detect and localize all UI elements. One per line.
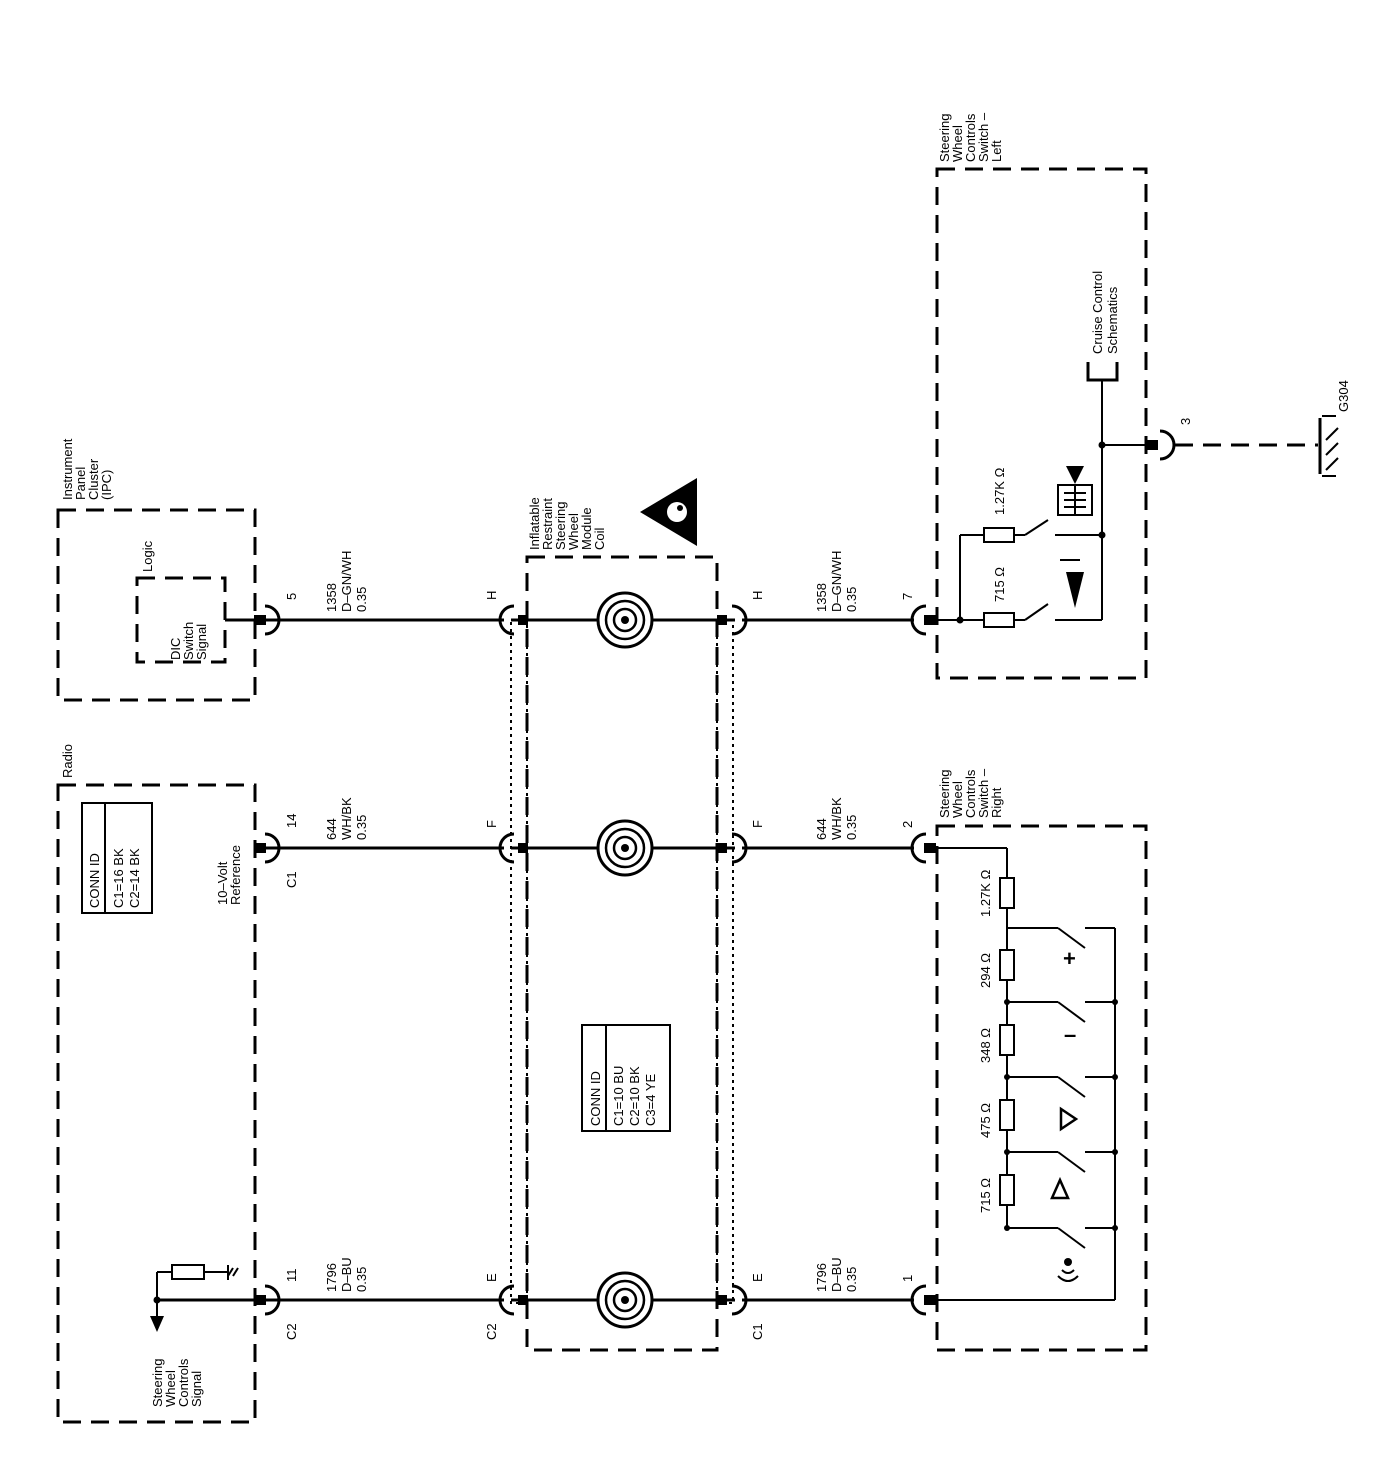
pin-radio-mid: 14 [284,814,299,828]
pin-left-gnd: 3 [1178,418,1193,425]
switch-left-box [935,167,1148,680]
circuit-label-644-in: 644 WH/BK 0.35 [324,794,369,840]
pin-coil-out-top: H [750,591,765,600]
coil-shield-right [716,619,734,1304]
clockspring-coil-top [596,591,654,649]
radio-label: Radio [60,744,75,778]
svg-text:C2=14 BK: C2=14 BK [127,848,142,908]
ipc-label: Instrument Panel Cluster (IPC) [60,435,114,500]
clockspring-coil-bot [596,1271,654,1329]
res-right-2: 294 Ω [978,953,993,988]
pin-coil-out-bot: E [750,1273,765,1282]
res-right-1: 1.27K Ω [978,869,993,917]
svg-text:C2=10 BK: C2=10 BK [627,1066,642,1126]
conn-coil-out-bot: C1 [750,1323,765,1340]
conn-coil-in-bot: C2 [484,1323,499,1340]
circuit-label-644-out: 644 WH/BK 0.35 [814,794,859,840]
switch-plus-icon: + [1063,946,1076,971]
switch-left-label: Steering Wheel Controls Switch – Left [937,109,1004,162]
voice-icon [1057,1258,1079,1282]
connector-arcs [264,429,1176,1316]
res-right-3: 348 Ω [978,1028,993,1063]
svg-text:C1=16 BK: C1=16 BK [111,848,126,908]
set-coast-icon [1066,572,1084,608]
res-right-5: 715 Ω [978,1178,993,1213]
pin-right-bot: 1 [900,1275,915,1282]
conn-radio-mid: C1 [284,871,299,888]
coil-module-box [525,555,719,1352]
pin-coil-in-top: H [484,591,499,600]
clockspring-coil-mid [596,819,654,877]
radio-module-box [56,783,257,1424]
pin-coil-in-bot: E [484,1273,499,1282]
circuit-label-1358-in: 1358 D–GN/WH 0.35 [324,547,369,612]
ipc-module-box [56,508,257,702]
coil-label: Inflatable Restraint Steering Wheel Modu… [527,494,607,550]
airbag-warning-icon [640,478,697,546]
res-right-4: 475 Ω [978,1103,993,1138]
res-left-2: 715 Ω [992,567,1007,602]
switch-right-box [935,824,1148,1352]
circuit-label-1796-out: 1796 D–BU 0.35 [814,1254,859,1292]
ipc-logic-label: Logic [140,540,155,572]
coil-shield-left [510,619,528,1304]
conn-radio-bot: C2 [284,1323,299,1340]
seek-down-icon [1050,1176,1070,1200]
circuit-label-1796-in: 1796 D–BU 0.35 [324,1254,369,1292]
pin-coil-in-mid: F [484,820,499,828]
switch-right-circuit [935,847,1118,1301]
svg-text:CONN ID: CONN ID [588,1071,603,1126]
svg-text:C1=10 BU: C1=10 BU [611,1066,626,1126]
svg-text:C3=4 YE: C3=4 YE [643,1074,658,1126]
seek-up-icon [1059,1106,1079,1132]
conn-id-coil: CONN ID C1=10 BU C2=10 BK C3=4 YE [581,1024,671,1132]
radio-signal-circuit [150,1264,239,1332]
cruise-label: Cruise Control Schematics [1090,267,1120,354]
pin-right-mid: 2 [900,821,915,828]
ground-label: G304 [1336,380,1351,412]
switch-left-circuit [935,362,1158,628]
res-left-1: 1.27K Ω [992,467,1007,515]
pin-radio-bot: 11 [284,1269,299,1283]
circuit-label-1358-out: 1358 D–GN/WH 0.35 [814,547,859,612]
pin-left-in: 7 [900,593,915,600]
radio-ref-label: 10–Volt Reference [215,845,243,905]
ipc-signal-label: DIC Switch Signal [168,618,209,660]
pin-ipc: 5 [284,593,299,600]
switch-minus-icon: – [1064,1022,1076,1047]
pin-coil-out-mid: F [750,820,765,828]
svg-text:CONN ID: CONN ID [87,853,102,908]
radio-signal-label: Steering Wheel Controls Signal [150,1355,204,1407]
conn-id-radio: CONN ID C1=16 BK C2=14 BK [81,802,153,914]
pin-stubs [254,440,1158,1305]
ground-g304 [1175,415,1339,477]
switch-right-label: Steering Wheel Controls Switch – Right [937,765,1004,818]
